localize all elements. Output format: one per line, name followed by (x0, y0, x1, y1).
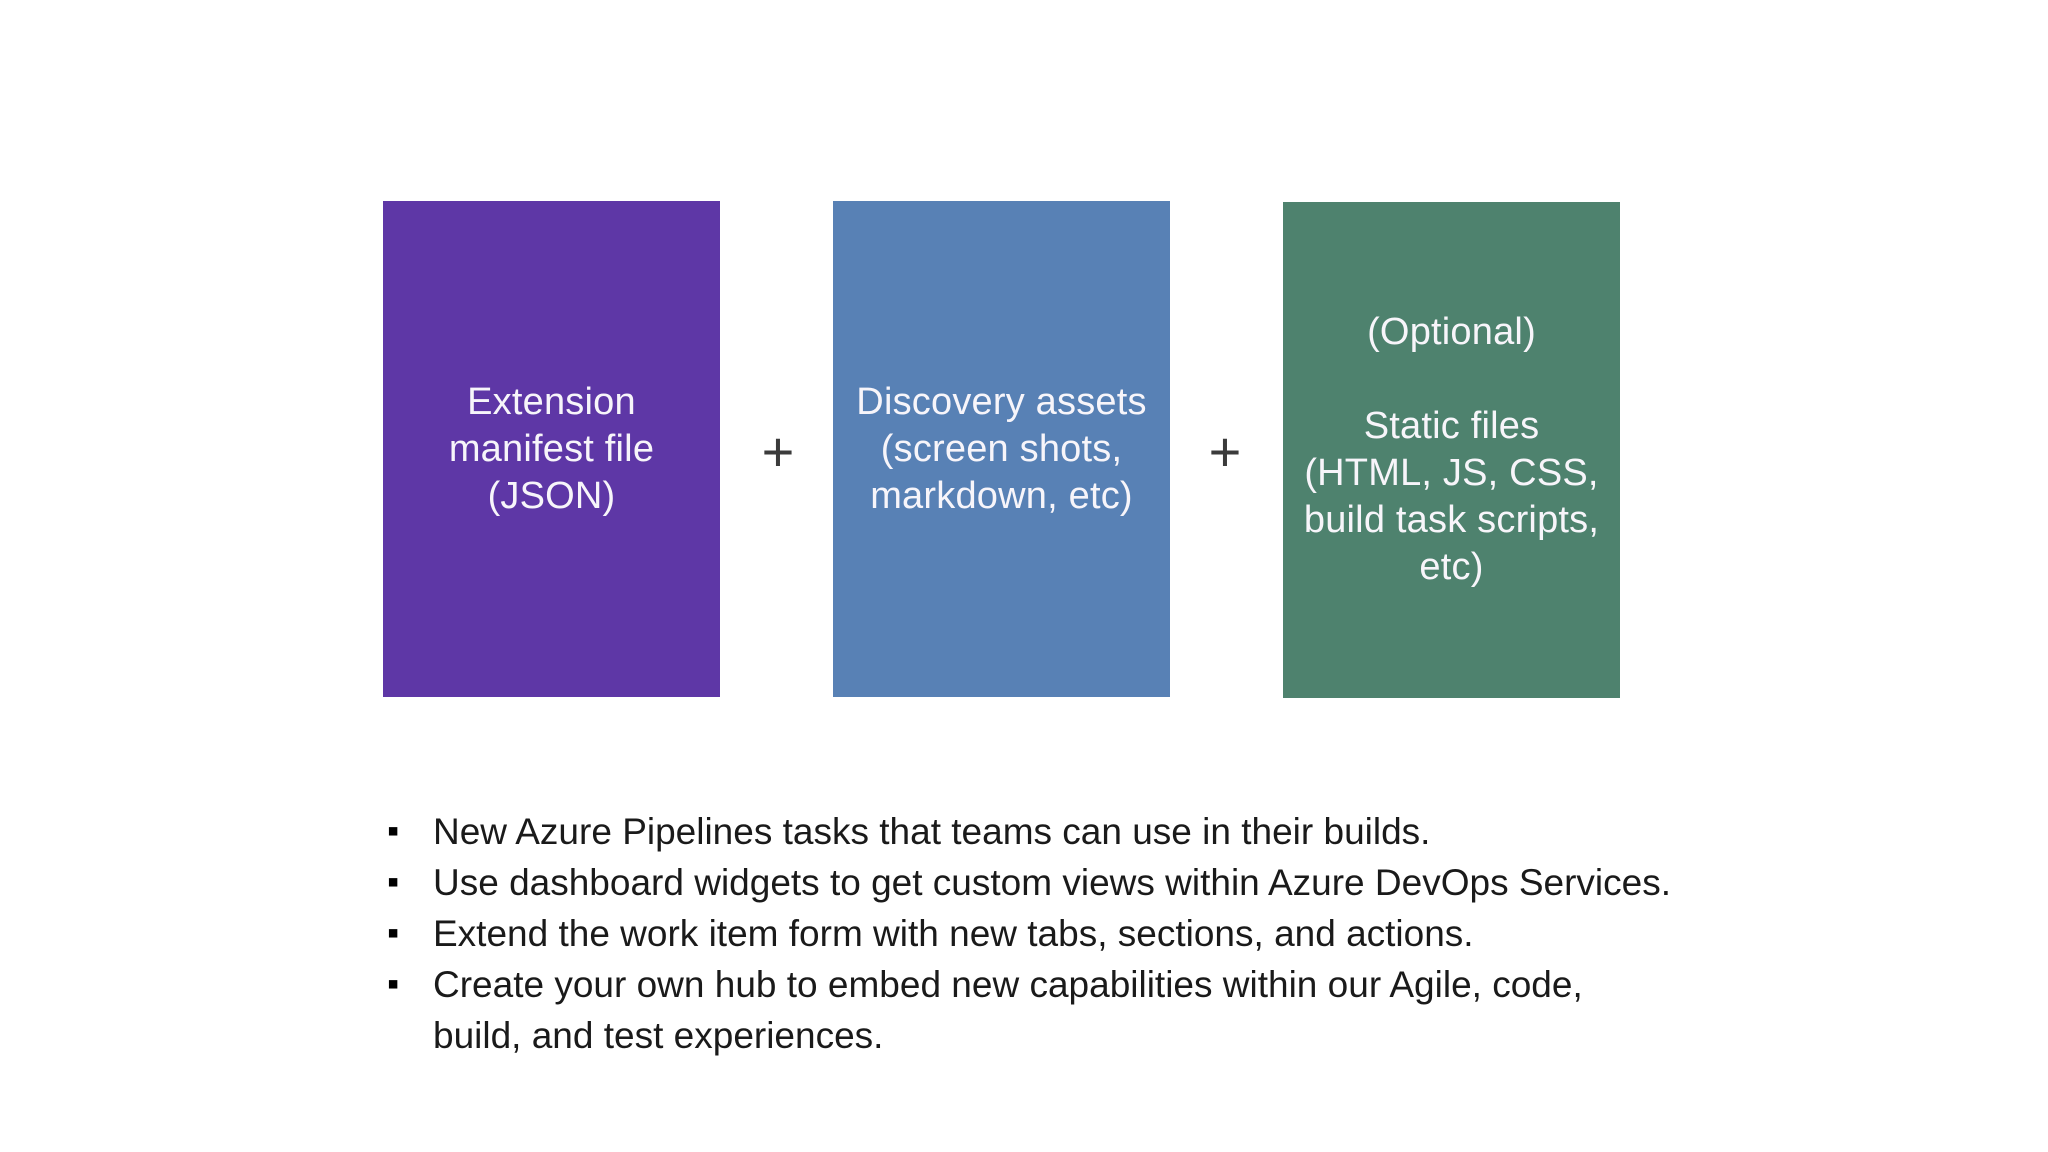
bullet-square-icon: ▪ (387, 914, 400, 952)
bullet-square-icon: ▪ (387, 965, 400, 1003)
plus-icon: + (1208, 419, 1242, 483)
optional-static-files-box: (Optional) Static files (HTML, JS, CSS, … (1283, 202, 1620, 698)
bullet-square-icon: ▪ (387, 812, 400, 850)
discovery-assets-box: Discovery assets (screen shots, markdown… (833, 201, 1170, 697)
extension-manifest-box: Extension manifest file (JSON) (383, 201, 720, 697)
bullet-text: New Azure Pipelines tasks that teams can… (433, 811, 1431, 852)
bullet-square-icon: ▪ (387, 863, 400, 901)
bullet-text: Create your own hub to embed new capabil… (433, 964, 1583, 1056)
bullet-list: ▪ New Azure Pipelines tasks that teams c… (387, 806, 1947, 1061)
list-item: ▪ Create your own hub to embed new capab… (387, 959, 1947, 1061)
bullet-text: Extend the work item form with new tabs,… (433, 913, 1474, 954)
bullet-text: Use dashboard widgets to get custom view… (433, 862, 1672, 903)
list-item: ▪ New Azure Pipelines tasks that teams c… (387, 806, 1947, 857)
list-item: ▪ Extend the work item form with new tab… (387, 908, 1947, 959)
list-item: ▪ Use dashboard widgets to get custom vi… (387, 857, 1947, 908)
plus-icon: + (761, 419, 795, 483)
